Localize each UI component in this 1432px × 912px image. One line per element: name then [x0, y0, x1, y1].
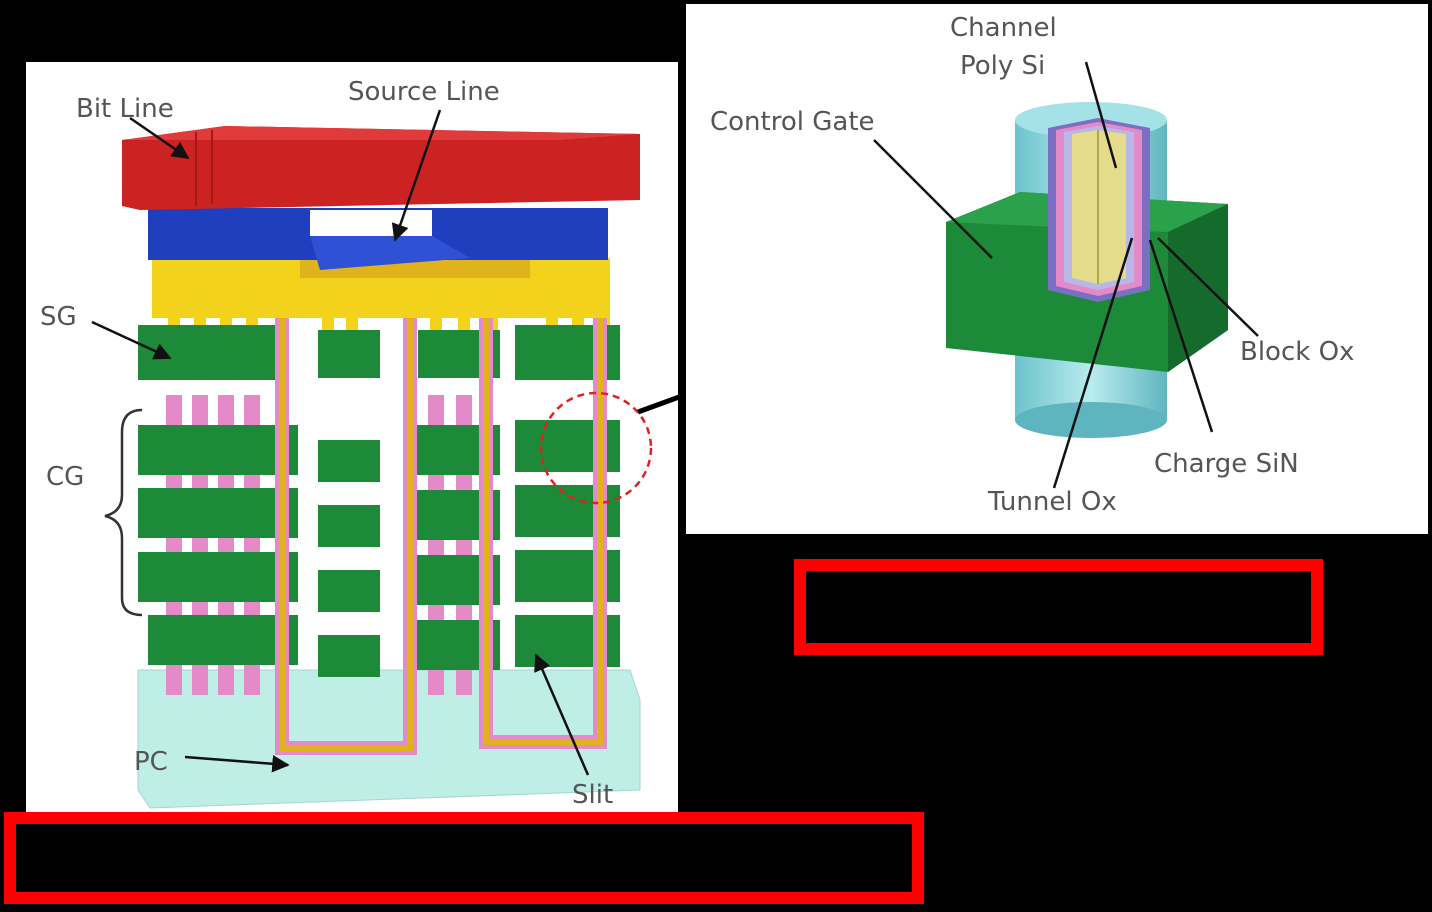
label-charge-sin: Charge SiN	[1154, 449, 1299, 479]
label-control-gate: Control Gate	[710, 107, 875, 137]
u-channel-left	[275, 270, 417, 755]
left-diagram-panel: Bit Line Source Line SG CG PC Slit	[26, 62, 678, 812]
label-poly-si: Poly Si	[960, 51, 1045, 81]
label-channel: Channel	[950, 13, 1057, 43]
bit-line-bar	[122, 126, 640, 210]
label-pc: PC	[134, 747, 168, 777]
select-gate-plates	[138, 325, 620, 380]
cg-brace	[104, 408, 143, 617]
substrate	[137, 669, 641, 809]
detail-highlight-circle	[539, 391, 653, 505]
label-source-line: Source Line	[348, 77, 500, 107]
source-line-layer	[148, 208, 608, 270]
right-detail-panel: Channel Poly Si Control Gate Block Ox Ch…	[686, 4, 1428, 534]
cutaway-layers	[1048, 118, 1150, 302]
left-annotation-arrows	[91, 109, 590, 776]
highlight-box-upper	[794, 559, 1323, 655]
label-bit-line: Bit Line	[76, 94, 174, 124]
u-channel-right	[479, 270, 607, 749]
right-annotation-lines	[873, 61, 1259, 489]
label-slit: Slit	[572, 780, 613, 810]
label-cg: CG	[46, 462, 84, 492]
label-tunnel-ox: Tunnel Ox	[987, 487, 1117, 517]
label-block-ox: Block Ox	[1240, 337, 1354, 367]
highlight-box-lower	[4, 812, 924, 904]
select-poly-band	[152, 258, 608, 318]
label-sg: SG	[40, 302, 77, 332]
